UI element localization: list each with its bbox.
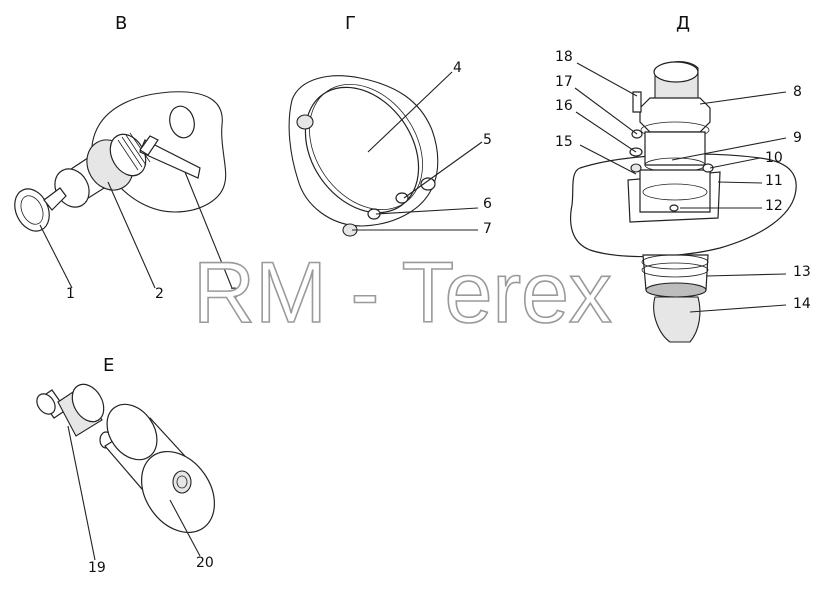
section-label-g: Г [345, 13, 356, 34]
callout-2: 2 [155, 286, 164, 302]
callout-20: 20 [196, 555, 214, 571]
callout-12: 12 [765, 198, 783, 214]
callout-14: 14 [793, 296, 811, 312]
section-label-v: В [115, 13, 127, 34]
callout-8: 8 [793, 84, 802, 100]
callout-7: 7 [483, 221, 492, 237]
callout-3: 3 [230, 286, 239, 302]
section-d [569, 61, 797, 343]
section-e [36, 383, 215, 561]
section-v [14, 91, 233, 289]
section-label-e: Е [103, 355, 114, 376]
callout-5: 5 [483, 132, 492, 148]
callout-16: 16 [555, 98, 573, 114]
callout-15: 15 [555, 134, 573, 150]
callout-9: 9 [793, 130, 802, 146]
callout-11: 11 [765, 173, 783, 189]
callout-19: 19 [88, 560, 106, 576]
callout-10: 10 [765, 150, 783, 166]
section-g [288, 71, 483, 237]
callout-6: 6 [483, 196, 492, 212]
callout-13: 13 [793, 264, 811, 280]
section-label-d: Д [676, 13, 690, 34]
callout-1: 1 [66, 286, 75, 302]
callout-17: 17 [555, 74, 573, 90]
callout-18: 18 [555, 49, 573, 65]
callout-4: 4 [453, 60, 462, 76]
watermark: RM - Terex [193, 245, 612, 341]
